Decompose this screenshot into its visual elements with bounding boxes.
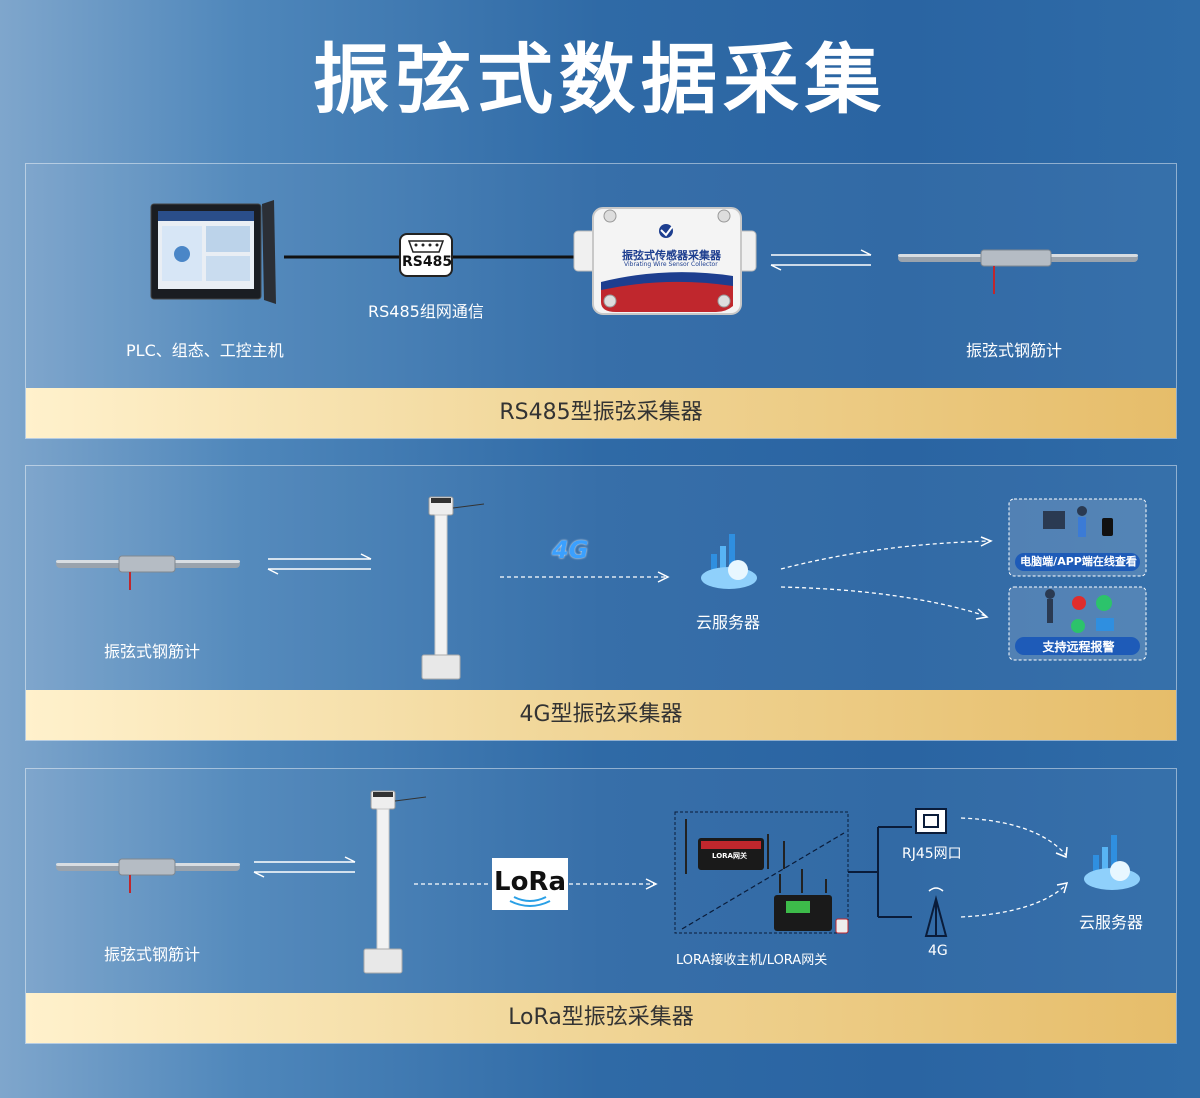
industrial-pc-icon xyxy=(150,200,276,304)
collector-title: 振弦式传感器采集器 xyxy=(622,249,721,262)
4g-label: 4G xyxy=(928,943,948,959)
rs485-comm-label: RS485组网通信 xyxy=(368,302,484,321)
sensor-label-2: 振弦式钢筋计 xyxy=(104,642,201,661)
band-4g: 4G型振弦采集器 xyxy=(26,690,1176,740)
lora-gateway-label: LORA接收主机/LORA网关 xyxy=(676,953,828,968)
sensor-label-3: 振弦式钢筋计 xyxy=(104,945,201,964)
bidirectional-arrow-icon xyxy=(770,249,872,271)
host-label: PLC、组态、工控主机 xyxy=(126,341,284,360)
4g-badge: 4G xyxy=(552,536,589,564)
page-title: 振弦式数据采集 xyxy=(313,35,887,124)
collector-subtitle: Vibrating Wire Sensor Collector xyxy=(624,261,718,268)
rebar-meter-icon xyxy=(56,858,240,893)
cell-tower-icon xyxy=(924,887,948,937)
lora-gateway-box xyxy=(674,811,849,934)
bidirectional-arrow-icon xyxy=(267,553,372,575)
band-lora: LoRa型振弦采集器 xyxy=(26,993,1176,1043)
panel-4g: 4G 云服务器 电脑端/APP端在线查看 支持远程报警 振弦式钢筋计 4G型振弦… xyxy=(25,465,1177,741)
lora-badge: LoRa xyxy=(494,867,566,897)
band-rs485: RS485型振弦采集器 xyxy=(26,388,1176,438)
collector-pole-icon xyxy=(363,790,427,974)
cloud-server-icon xyxy=(1084,835,1140,890)
online-view-label: 电脑端/APP端在线查看 xyxy=(1020,555,1137,568)
rj45-port-icon xyxy=(915,808,947,834)
online-view-card xyxy=(1008,498,1147,577)
remote-alarm-card xyxy=(1008,586,1147,661)
panel-lora-graphics xyxy=(56,790,1140,974)
bidirectional-arrow-icon xyxy=(253,856,356,878)
collector-pole-icon xyxy=(421,496,485,680)
rj45-label: RJ45网口 xyxy=(902,846,962,862)
cloud-server-label-lora: 云服务器 xyxy=(1079,913,1144,932)
panel-rs485-graphics xyxy=(150,200,1138,315)
panel-lora: LoRa LORA网关 LORA接收主机/LORA网关 RJ45网口 4G 云服… xyxy=(25,768,1177,1044)
panel-4g-graphics xyxy=(56,496,1147,680)
panel-rs485: RS485 振弦式传感器采集器 Vibrating Wire Sensor Co… xyxy=(25,163,1177,439)
rs485-badge: RS485 xyxy=(402,254,453,270)
gateway-device-tag: LORA网关 xyxy=(712,852,747,860)
lora-logo xyxy=(492,858,568,910)
rs485-connector-icon xyxy=(399,233,453,277)
rebar-meter-icon xyxy=(56,555,240,590)
cloud-server-label: 云服务器 xyxy=(696,613,761,632)
collector-box xyxy=(573,207,757,315)
rebar-meter-icon xyxy=(898,249,1138,294)
cloud-server-icon xyxy=(701,534,757,589)
remote-alarm-label: 支持远程报警 xyxy=(1042,640,1115,654)
sensor-label-1: 振弦式钢筋计 xyxy=(966,341,1063,360)
